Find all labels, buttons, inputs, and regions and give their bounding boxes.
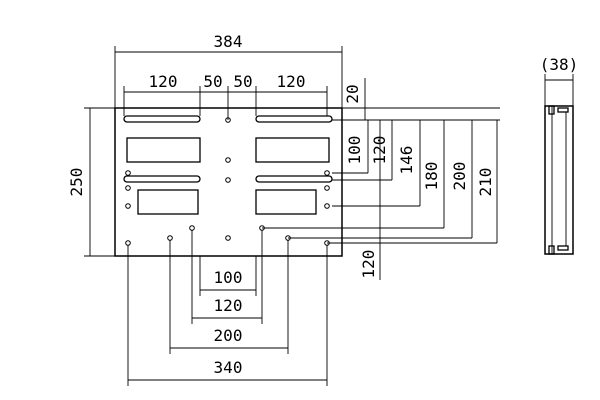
- dim-right-2: 120: [370, 136, 389, 165]
- dim-right-5: 200: [450, 162, 469, 191]
- dim-right-0: 20: [343, 84, 362, 103]
- dim-left-center: 50: [203, 72, 222, 91]
- side-view: [544, 74, 574, 255]
- dim-right-4: 180: [422, 162, 441, 191]
- dim-overall-width: 384: [214, 32, 243, 51]
- right-dimension-lines: [262, 78, 500, 280]
- top-dimension-lines: [114, 46, 343, 120]
- middle-right-slot: [255, 175, 333, 183]
- dim-bottom-2: 200: [214, 326, 243, 345]
- dim-bottom-3: 340: [214, 358, 243, 377]
- mounting-plate-outline: [114, 107, 343, 257]
- top-right-slot: [255, 115, 333, 123]
- top-left-slot: [123, 115, 201, 123]
- dim-vertical-extra: 120: [359, 250, 378, 279]
- cutout-upper-left: [126, 137, 201, 163]
- dim-left-slot: 120: [149, 72, 178, 91]
- dim-right-center: 50: [233, 72, 252, 91]
- cutout-lower-right: [255, 189, 317, 215]
- dim-right-6: 210: [476, 168, 495, 197]
- dim-bottom-1: 120: [214, 296, 243, 315]
- left-dimension-lines: [84, 107, 115, 257]
- cutout-lower-left: [137, 189, 199, 215]
- dim-right-slot: 120: [277, 72, 306, 91]
- dim-overall-height: 250: [67, 168, 86, 197]
- mounting-holes: [125, 117, 330, 246]
- dim-side-thickness: (38): [540, 55, 579, 74]
- cutout-upper-right: [255, 137, 330, 163]
- dim-right-1: 100: [345, 136, 364, 165]
- bottom-dimension-lines: [127, 230, 328, 386]
- middle-left-slot: [123, 175, 201, 183]
- dim-bottom-0: 100: [214, 268, 243, 287]
- dim-right-3: 146: [397, 146, 416, 175]
